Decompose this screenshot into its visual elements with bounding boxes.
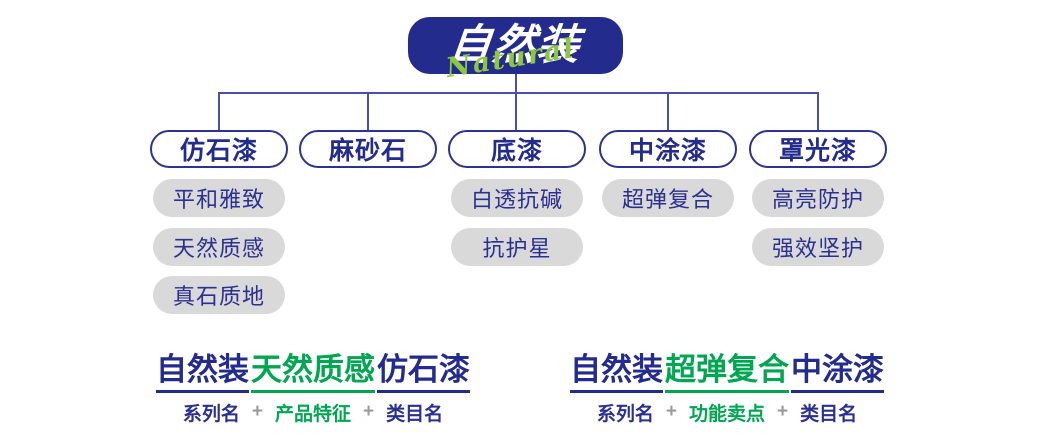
connector-branch-2 [367,92,369,131]
plus-sign: + [363,401,375,423]
feature-pill: 抗护星 [451,228,583,266]
formula-2-label-middle: 功能卖点 [688,403,765,425]
naming-formula-1: 自然装 天然质感 仿石漆 系列名 + 产品特征 + 类目名 [143,352,483,426]
feature-pill: 天然质感 [153,228,285,266]
feature-pill: 真石质地 [153,276,285,314]
formula-2-label-series: 系列名 [596,403,654,425]
formula-2-text: 自然装 超弹复合 中涂漆 [569,352,885,393]
formula-2-labels: 系列名 + 功能卖点 + 类目名 [597,399,857,426]
formula-1-label-series: 系列名 [182,403,240,425]
plus-sign: + [251,401,263,423]
formula-1-label-middle: 产品特征 [274,403,351,425]
plus-sign: + [665,401,677,423]
logo-title: 自然装 [447,20,585,68]
category-mashashi: 麻砂石 [299,130,437,168]
feature-pill: 强效坚护 [752,228,884,266]
formula-1-series: 自然装 [156,352,249,393]
feature-pill: 高亮防护 [752,179,884,217]
formula-1-middle: 天然质感 [251,352,375,393]
feature-pill: 超弹复合 [602,179,734,217]
feature-pill: 白透抗碱 [451,179,583,217]
formula-1-category: 仿石漆 [377,352,470,393]
formula-2-series: 自然装 [570,352,663,393]
formula-2-label-category: 类目名 [800,403,858,425]
connector-branch-3 [515,92,517,131]
connector-branch-4 [667,92,669,131]
category-zhaoguangqi: 罩光漆 [749,130,887,168]
connector-branch-5 [817,92,819,131]
naming-formula-2: 自然装 超弹复合 中涂漆 系列名 + 功能卖点 + 类目名 [557,352,897,426]
formula-2-category: 中涂漆 [791,352,884,393]
formula-1-label-category: 类目名 [386,403,444,425]
connector-root-stem [515,74,517,93]
plus-sign: + [777,401,789,423]
category-diqi: 底漆 [448,130,586,168]
formula-1-labels: 系列名 + 产品特征 + 类目名 [183,399,443,426]
feature-pill: 平和雅致 [153,179,285,217]
connector-branch-1 [218,92,220,131]
category-fangshiqi: 仿石漆 [150,130,288,168]
connector-horizontal [218,92,819,94]
formula-1-text: 自然装 天然质感 仿石漆 [155,352,471,393]
logo-box: 自然装 Natural [408,17,623,84]
category-zhongtuqi: 中涂漆 [599,130,737,168]
formula-2-middle: 超弹复合 [665,352,789,393]
